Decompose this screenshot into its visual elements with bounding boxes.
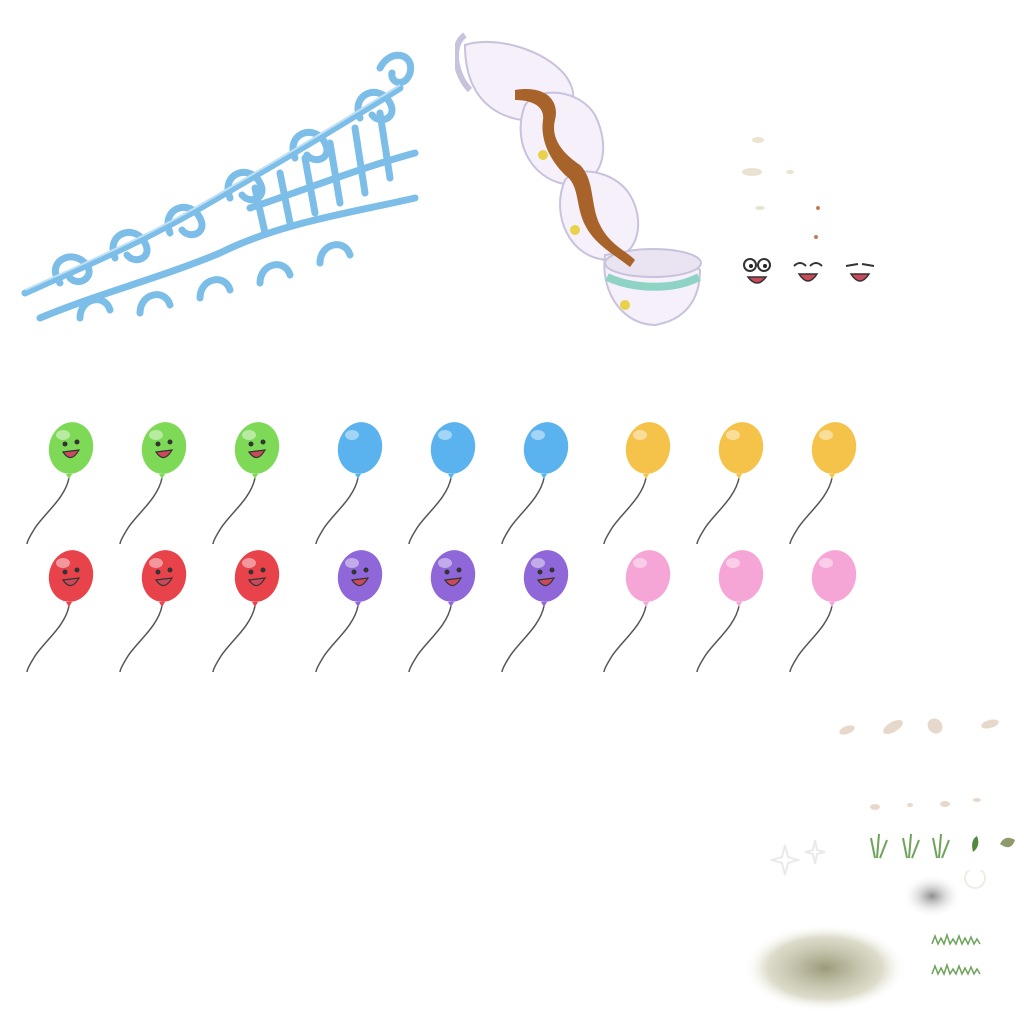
balloon-icon xyxy=(602,546,682,676)
pouring-teacups-icon xyxy=(455,32,702,327)
balloon-icon xyxy=(788,546,868,676)
face-smile-icon xyxy=(793,262,823,282)
balloon-icon xyxy=(695,546,775,676)
balloon-icon xyxy=(695,418,775,548)
face-glasses-icon xyxy=(743,258,771,284)
faint-sparkle-icon xyxy=(770,839,826,876)
balloon-icon xyxy=(500,546,580,676)
grass-tuft-icon xyxy=(870,833,1015,859)
balloon-icon xyxy=(314,546,394,676)
balloon-icon xyxy=(602,418,682,548)
grass-strip-icon xyxy=(931,932,981,976)
balloon-icon xyxy=(788,418,868,548)
balloon-icon xyxy=(118,418,198,548)
balloon-grid xyxy=(0,400,900,680)
balloon-icon xyxy=(407,418,487,548)
balloon-icon xyxy=(211,546,291,676)
dust-cloud-icon xyxy=(743,924,907,1012)
sparkle-specks-icon xyxy=(742,137,820,239)
balloon-icon xyxy=(25,546,105,676)
balloon-icon xyxy=(118,546,198,676)
balloon-icon xyxy=(500,418,580,548)
petal-icon xyxy=(839,718,999,810)
balloon-icon xyxy=(407,546,487,676)
smoke-puff-icon xyxy=(902,870,986,918)
face-squint-icon xyxy=(845,263,875,282)
balloon-icon xyxy=(211,418,291,548)
balloon-icon xyxy=(314,418,394,548)
balloon-icon xyxy=(25,418,105,548)
blue-filigree-fence-icon xyxy=(21,51,419,322)
